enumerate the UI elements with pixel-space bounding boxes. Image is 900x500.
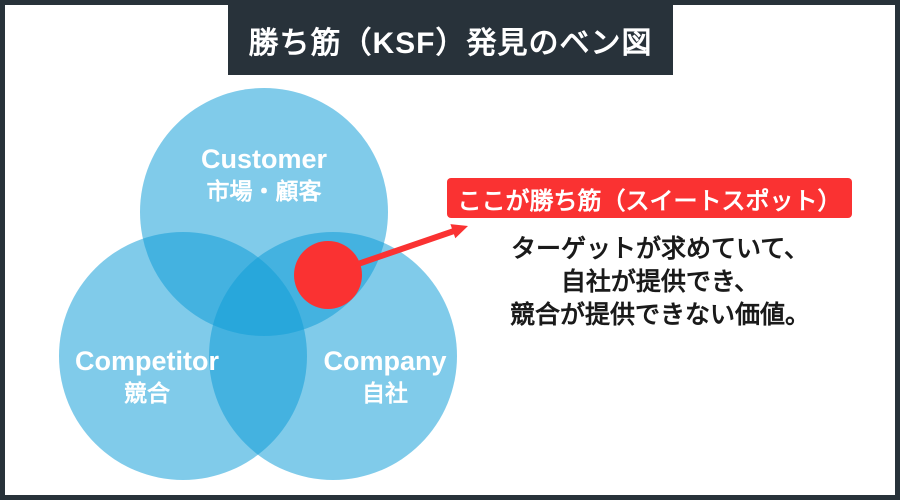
- circle-label-customer: Customer 市場・顧客: [154, 143, 374, 207]
- circle-label-company-jp: 自社: [362, 380, 408, 406]
- circle-label-competitor: Competitor 競合: [37, 345, 257, 409]
- description-line-1: ターゲットが求めていて、: [510, 235, 809, 263]
- circle-label-company: Company 自社: [275, 345, 495, 409]
- page-title-text: 勝ち筋（KSF）発見のベン図: [248, 27, 653, 60]
- sweet-spot-marker: [294, 241, 362, 309]
- sweet-spot-callout-text: ここが勝ち筋（スイートスポット）: [457, 187, 842, 215]
- description-line-3: 競合が提供できない価値。: [509, 301, 810, 329]
- description-line-2: 自社が提供でき、: [560, 268, 760, 296]
- circle-label-competitor-en: Competitor: [75, 346, 219, 376]
- circle-label-company-en: Company: [323, 346, 447, 376]
- sweet-spot-description: ターゲットが求めていて、 自社が提供でき、 競合が提供できない価値。: [460, 233, 860, 332]
- circle-label-customer-en: Customer: [200, 144, 328, 174]
- circle-label-customer-jp: 市場・顧客: [206, 178, 322, 204]
- page-title: 勝ち筋（KSF）発見のベン図: [228, 5, 673, 75]
- sweet-spot-callout-label: ここが勝ち筋（スイートスポット）: [447, 178, 852, 218]
- circle-label-competitor-jp: 競合: [124, 380, 170, 406]
